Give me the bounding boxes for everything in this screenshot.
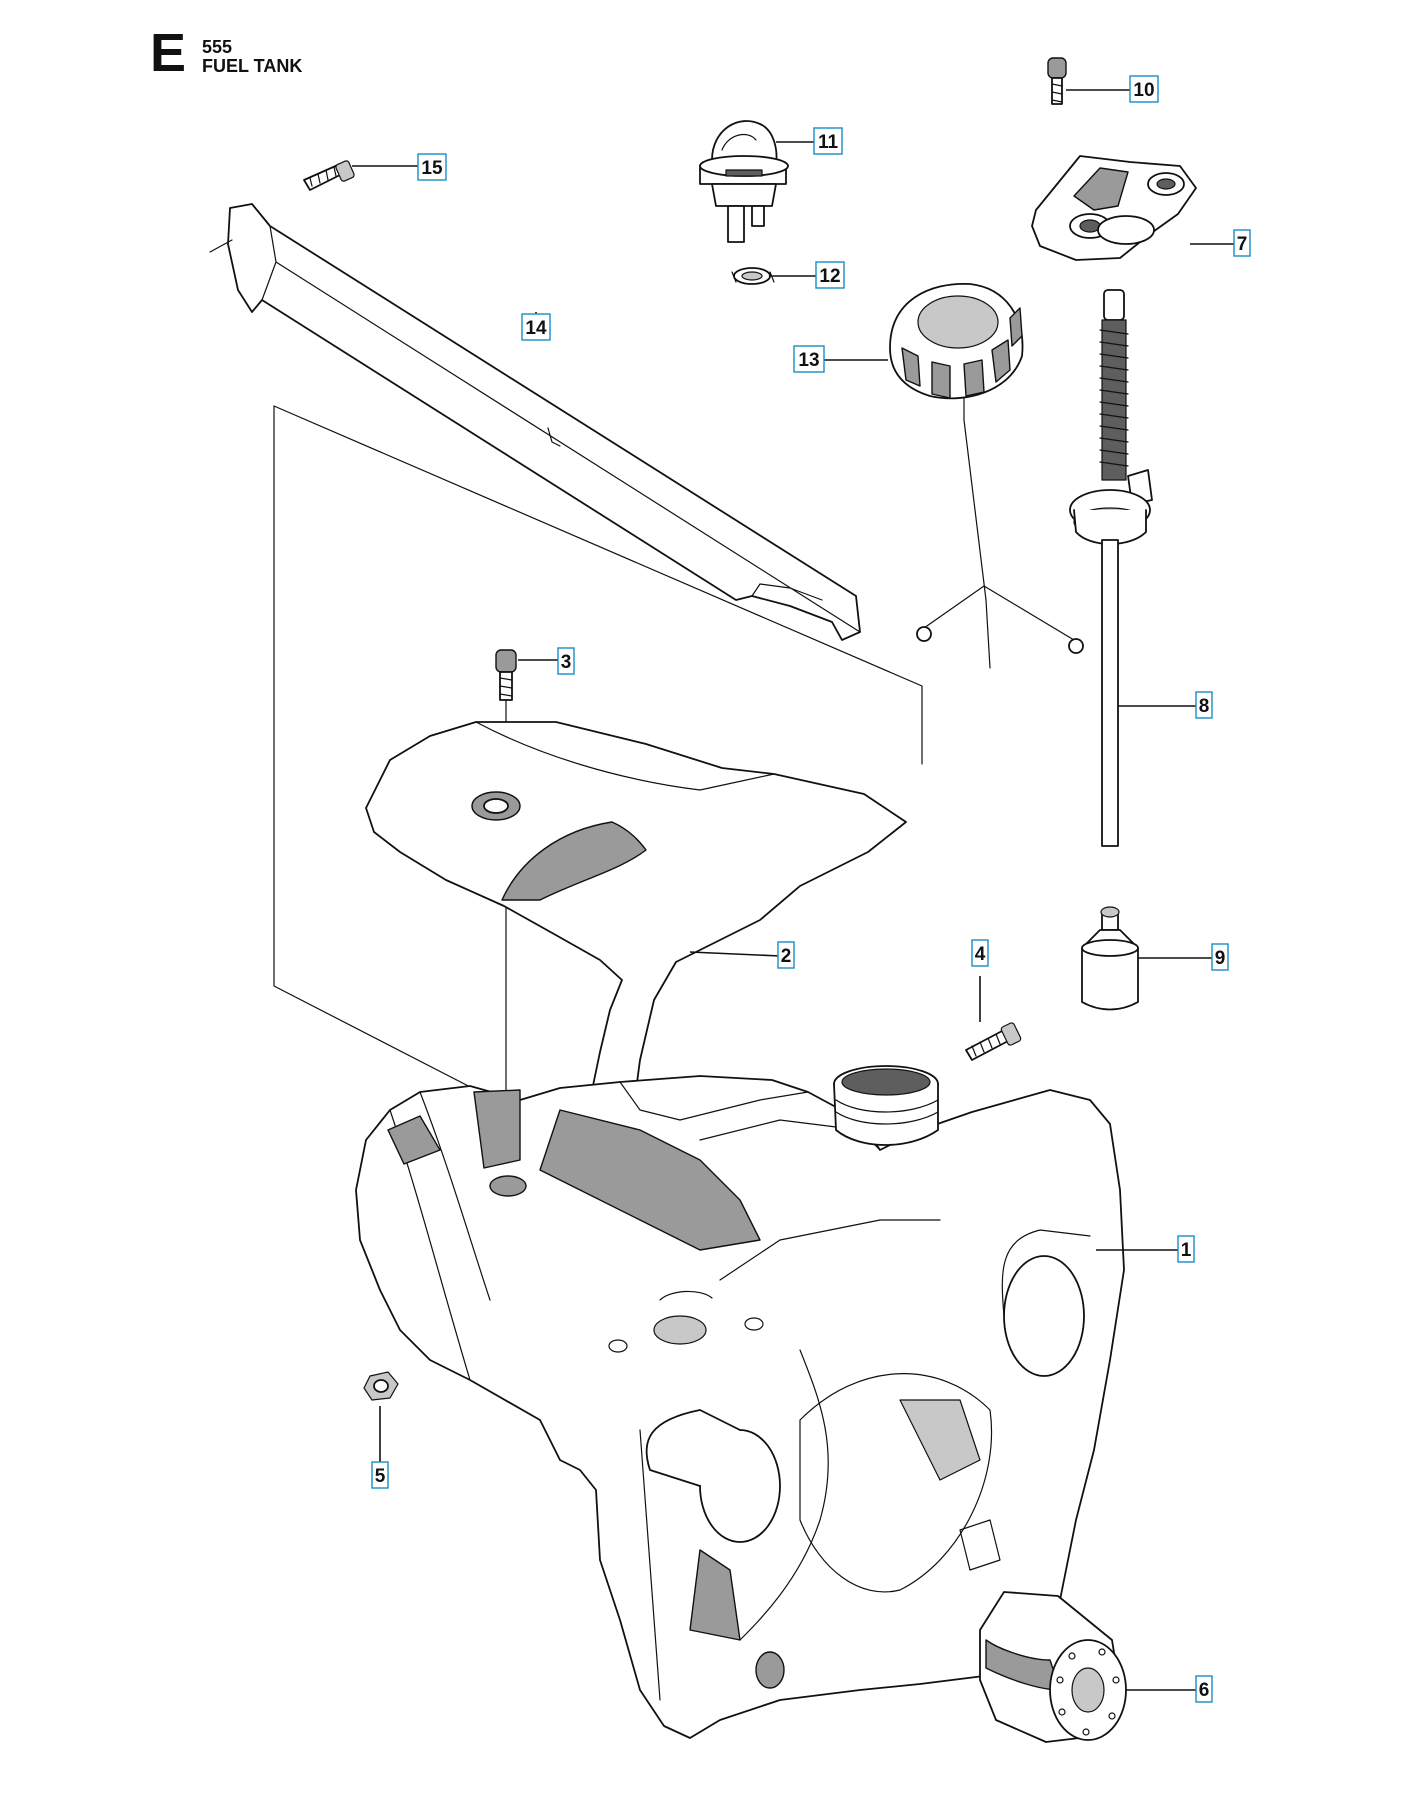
part-label-10-text: 10 [1133, 80, 1154, 101]
part-label-15-text: 15 [421, 158, 443, 179]
part-15-screw [303, 160, 355, 191]
part-label-13: 13 [793, 345, 825, 373]
part-3-screw [495, 649, 517, 701]
part-label-8-text: 8 [1199, 696, 1210, 717]
part-label-2-text: 2 [781, 946, 792, 967]
part-2-inner-cover [365, 721, 907, 1101]
part-4-screw [965, 1022, 1022, 1061]
part-label-3-text: 3 [561, 652, 572, 673]
part-label-9: 9 [1211, 943, 1229, 971]
model-number: 555 [202, 37, 233, 57]
part-9-fuel-filter [1081, 906, 1139, 1011]
part-label-1-text: 1 [1181, 1240, 1192, 1261]
part-label-11-text: 11 [818, 132, 839, 153]
part-8-fuel-pickup-tube [1069, 289, 1153, 847]
section-name: FUEL TANK [202, 56, 303, 76]
part-11-primer-bulb [699, 120, 789, 243]
part-label-6: 6 [1195, 1675, 1213, 1703]
part-label-14: 14 [521, 313, 551, 341]
part-label-5: 5 [371, 1461, 389, 1489]
part-labels: 1 2 3 4 5 6 7 8 9 10 11 12 13 14 15 [371, 75, 1251, 1703]
part-label-12: 12 [815, 261, 845, 289]
part-label-3: 3 [557, 647, 575, 675]
part-label-13-text: 13 [798, 350, 819, 371]
part-label-10: 10 [1129, 75, 1159, 103]
part-label-11: 11 [813, 127, 843, 155]
part-label-7: 7 [1233, 229, 1251, 257]
part-7-bracket [1031, 155, 1197, 261]
section-title: 555 FUEL TANK [202, 38, 302, 76]
part-label-1: 1 [1177, 1235, 1195, 1263]
part-14-top-cover [209, 203, 861, 641]
part-12-clip [731, 267, 775, 285]
part-label-15: 15 [417, 153, 447, 181]
part-5-nut [363, 1371, 399, 1401]
part-6-cylinder-filter [979, 1591, 1127, 1743]
part-10-screw [1047, 57, 1067, 105]
part-13-fuel-cap [889, 283, 1084, 669]
part-label-9-text: 9 [1215, 948, 1226, 969]
part-label-12-text: 12 [819, 266, 840, 287]
part-1-fuel-tank-body [355, 1065, 1125, 1739]
part-label-14-text: 14 [525, 318, 547, 339]
part-label-7-text: 7 [1237, 234, 1248, 255]
section-letter: E [150, 23, 187, 83]
part-label-4-text: 4 [975, 944, 986, 965]
part-label-4: 4 [971, 939, 989, 967]
part-label-6-text: 6 [1199, 1680, 1210, 1701]
part-label-2: 2 [777, 941, 795, 969]
part-label-8: 8 [1195, 691, 1213, 719]
part-label-5-text: 5 [375, 1466, 386, 1487]
